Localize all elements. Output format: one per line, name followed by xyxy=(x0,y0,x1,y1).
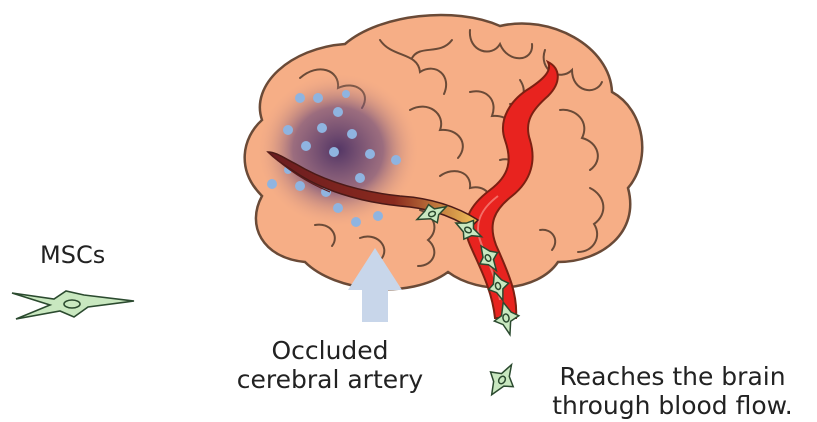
reaches-label-line-2: through blood flow. xyxy=(530,392,815,421)
msc-label-text: MSCs xyxy=(40,242,105,270)
msc-cell-icon xyxy=(12,291,134,319)
occluded-label-line-2: cerebral artery xyxy=(225,366,435,395)
reaches-brain-label: Reaches the brain through blood flow. xyxy=(530,363,815,421)
occluded-artery-label: Occluded cerebral artery xyxy=(225,337,435,395)
reaches-label-line-1: Reaches the brain xyxy=(530,363,815,392)
brain xyxy=(245,15,643,289)
msc-label: MSCs xyxy=(40,242,105,270)
occluded-label-line-1: Occluded xyxy=(225,337,435,366)
